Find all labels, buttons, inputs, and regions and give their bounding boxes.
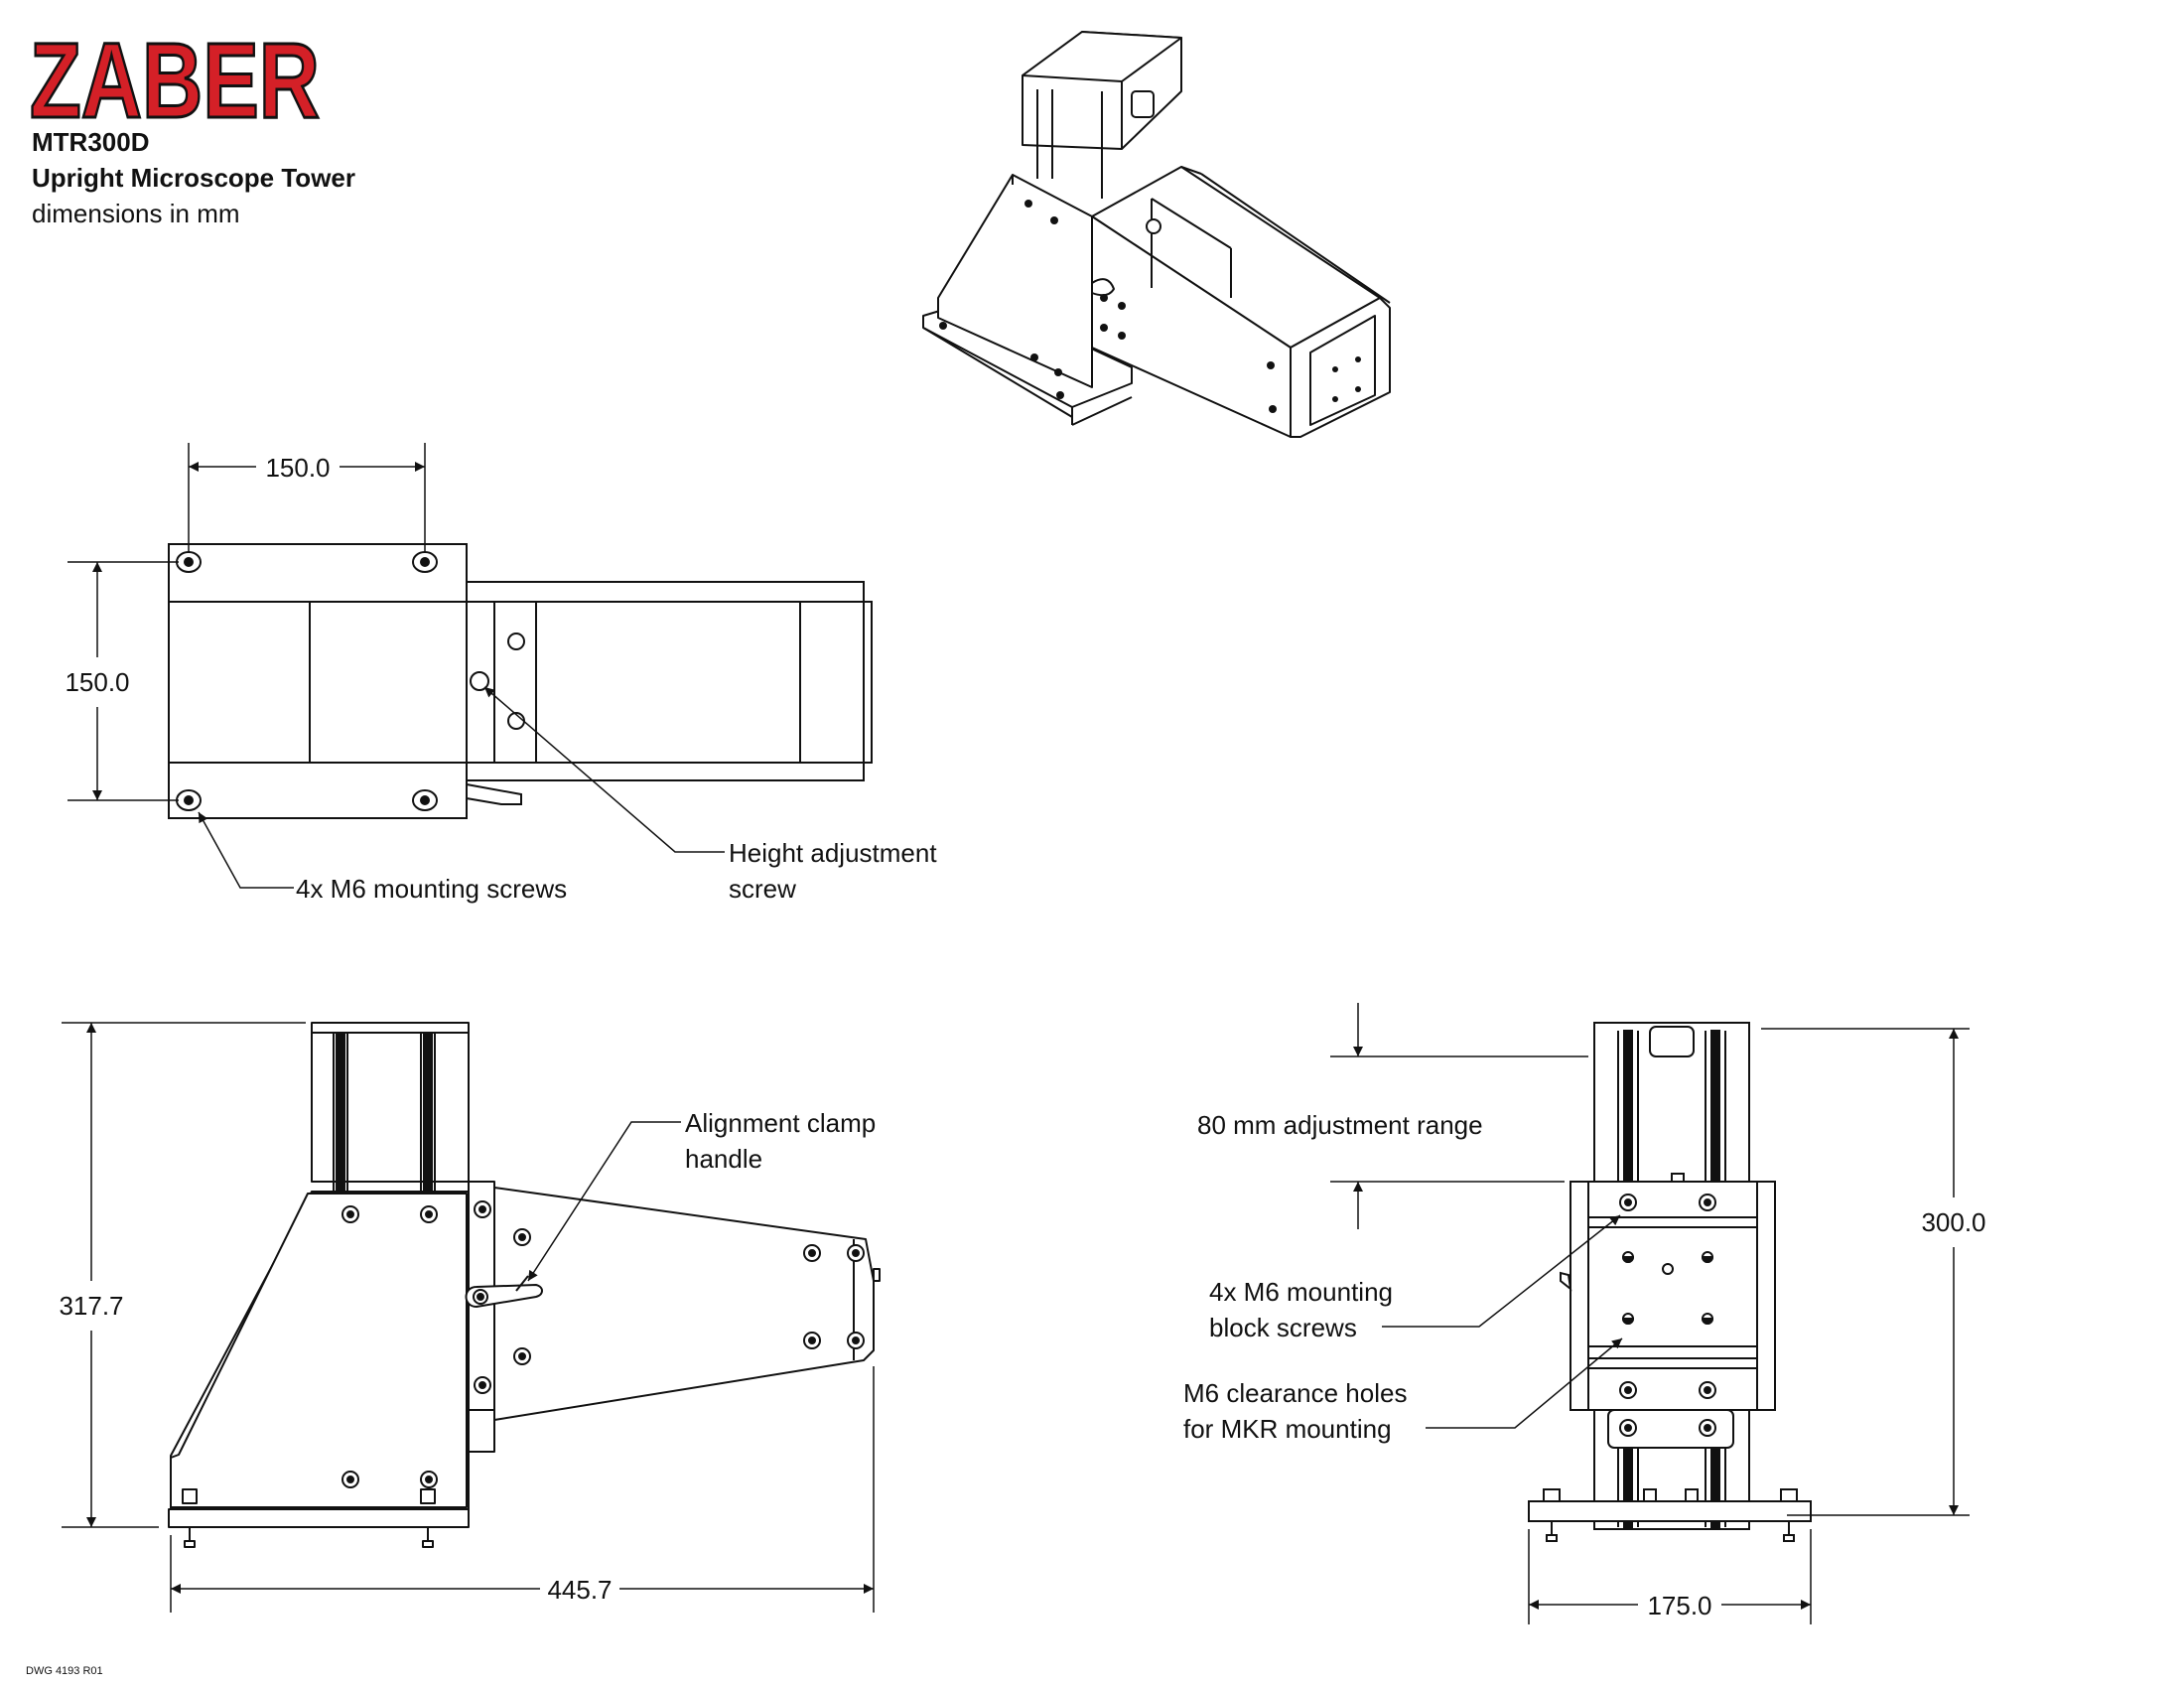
front-view-holes xyxy=(1619,1194,1716,1437)
isometric-view xyxy=(922,31,1391,438)
callout-adjust-range: 80 mm adjustment range xyxy=(1197,1110,1483,1140)
callout-mounting-screws: 4x M6 mounting screws xyxy=(296,874,567,904)
model-number: MTR300D xyxy=(32,127,149,157)
callout-clearance-line2: for MKR mounting xyxy=(1183,1414,1392,1444)
callout-height-adjust-line2: screw xyxy=(729,874,796,904)
side-view-holes xyxy=(341,1200,865,1488)
front-view-dimensions xyxy=(1330,1003,1970,1624)
callout-clearance-line1: M6 clearance holes xyxy=(1183,1378,1407,1408)
units-note: dimensions in mm xyxy=(32,199,240,228)
callout-clamp-line2: handle xyxy=(685,1144,762,1174)
dim-top-width: 150.0 xyxy=(265,453,330,483)
dim-front-width: 175.0 xyxy=(1647,1591,1711,1620)
top-view-dimensions xyxy=(68,443,725,889)
dim-side-height: 317.7 xyxy=(59,1291,123,1321)
side-view-dimensions xyxy=(62,1022,875,1613)
callout-block-screws-line2: block screws xyxy=(1209,1313,1357,1342)
front-view xyxy=(1528,1022,1812,1542)
dim-front-height: 300.0 xyxy=(1921,1207,1985,1237)
top-view-mounting-holes xyxy=(176,551,438,811)
zaber-logo: ZABER xyxy=(29,19,322,142)
side-view xyxy=(168,1022,881,1548)
isometric-holes xyxy=(939,200,1361,413)
callout-clamp-line1: Alignment clamp xyxy=(685,1108,876,1138)
dim-top-depth: 150.0 xyxy=(65,667,129,697)
dim-side-length: 445.7 xyxy=(547,1575,612,1605)
logo-text: ZABER xyxy=(30,20,320,140)
drawing-number: DWG 4193 R01 xyxy=(26,1665,103,1677)
product-name: Upright Microscope Tower xyxy=(32,163,355,193)
callout-block-screws-line1: 4x M6 mounting xyxy=(1209,1277,1393,1307)
callout-height-adjust-line1: Height adjustment xyxy=(729,838,937,868)
top-view xyxy=(168,543,873,819)
